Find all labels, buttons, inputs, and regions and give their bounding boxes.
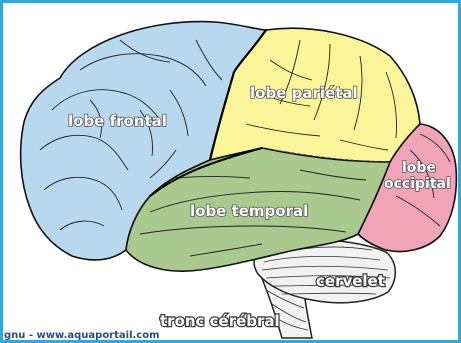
label-cervelet: cervelet bbox=[316, 272, 385, 290]
label-lobe-temporal: lobe temporal bbox=[190, 202, 308, 220]
label-lobe-frontal: lobe frontal bbox=[68, 112, 167, 130]
label-tronc-cerebral: tronc cérébral bbox=[160, 312, 280, 330]
label-lobe-parietal: lobe pariétal bbox=[250, 84, 358, 102]
source-credit: gnu - www.aquaportail.com bbox=[4, 330, 160, 342]
label-lobe-occipital-line1: lobe bbox=[402, 160, 436, 176]
label-lobe-occipital-line2: occipital bbox=[384, 176, 451, 192]
